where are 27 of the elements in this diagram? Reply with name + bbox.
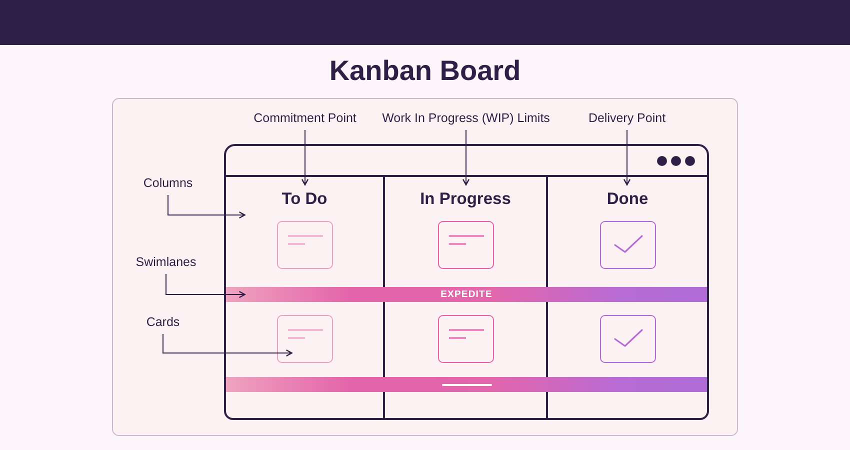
- task-card: [600, 221, 656, 269]
- callout-label: Commitment Point: [254, 110, 356, 126]
- task-card: [438, 221, 494, 269]
- kanban-board-window: [224, 144, 709, 420]
- column-heading: In Progress: [420, 189, 511, 209]
- task-card: [276, 315, 332, 363]
- arrow: [166, 274, 246, 298]
- arrow: [301, 130, 309, 186]
- task-card: [438, 315, 494, 363]
- swimlane-band: [226, 377, 707, 392]
- callout-label: Work In Progress (WIP) Limits: [382, 110, 550, 126]
- diagram-title: Kanban Board: [329, 55, 521, 87]
- background-panel: [112, 98, 738, 436]
- task-card: [600, 315, 656, 363]
- arrow: [623, 130, 631, 186]
- column-heading: To Do: [282, 189, 328, 209]
- callout-label: Columns: [143, 175, 193, 191]
- arrow: [462, 130, 470, 186]
- arrow: [162, 334, 292, 357]
- arrow: [168, 194, 246, 219]
- callout-label: Cards: [146, 314, 180, 330]
- swimlane-label: EXPEDITE: [440, 288, 492, 302]
- callout-label: Swimlanes: [136, 254, 196, 270]
- swimlane-band: [226, 287, 707, 302]
- callout-label: Delivery Point: [588, 110, 666, 126]
- column-heading: Done: [606, 189, 648, 209]
- task-card: [276, 221, 332, 269]
